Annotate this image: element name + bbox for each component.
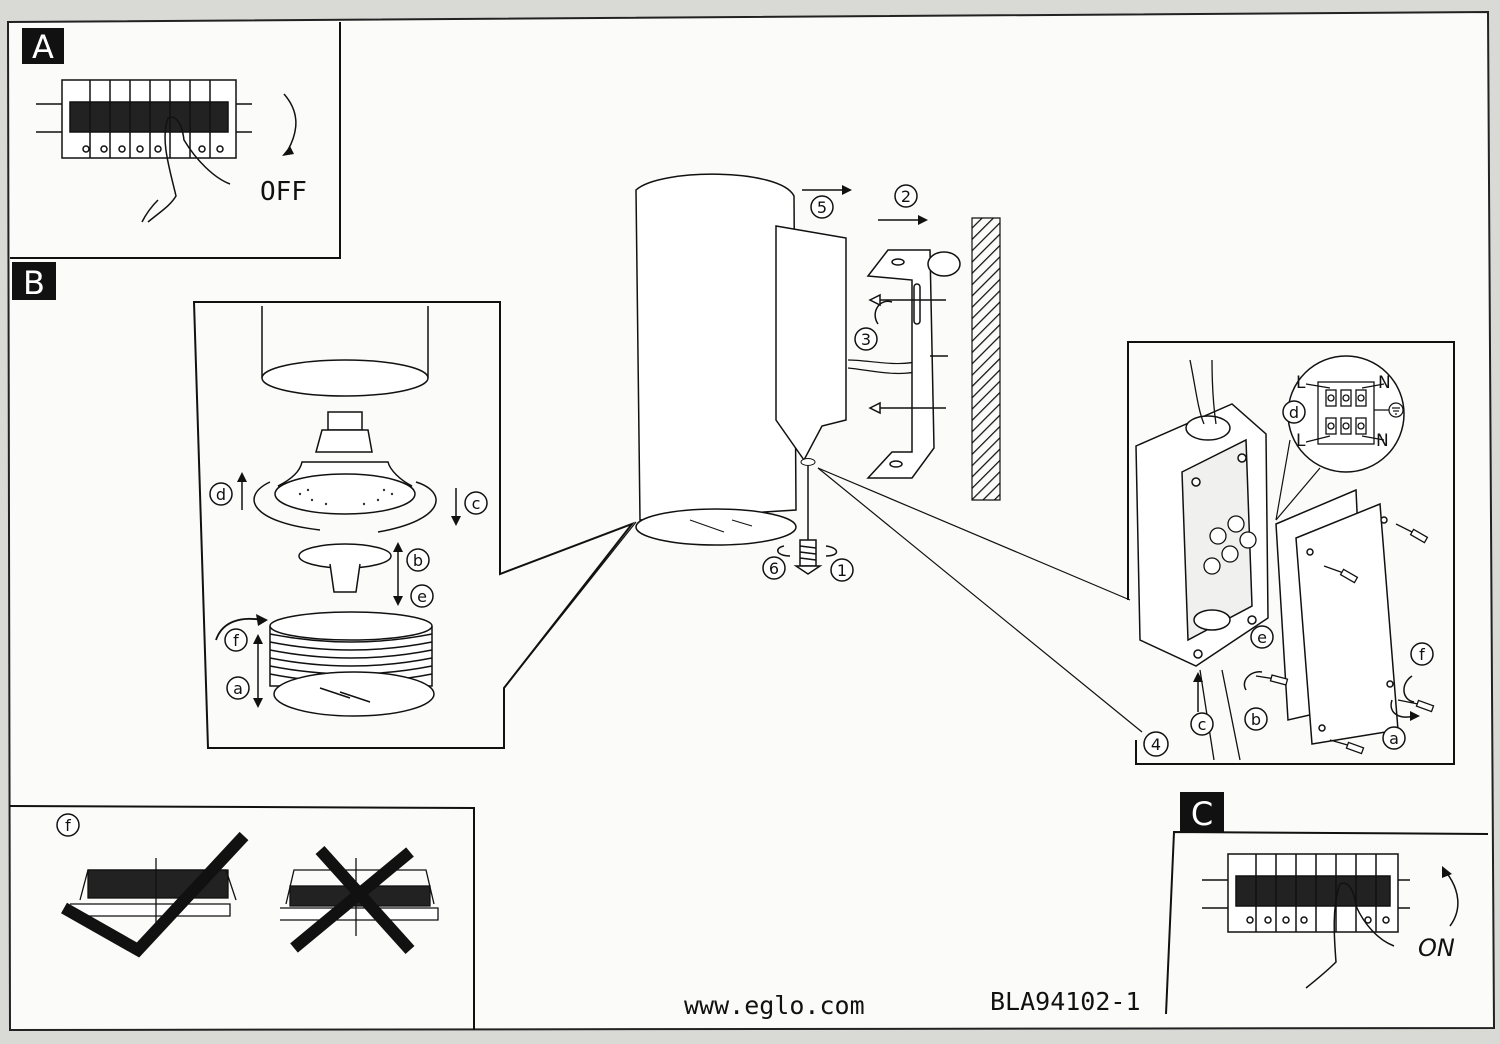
svg-text:1: 1	[837, 561, 847, 580]
step-3: 3	[854, 327, 878, 351]
wall-luminaire	[635, 173, 928, 575]
svg-text:f: f	[65, 816, 71, 835]
mounting-bracket-icon	[866, 249, 961, 479]
svg-text:b: b	[413, 551, 423, 570]
terminal-label-n-bottom: N	[1376, 431, 1389, 451]
glare-shield-icon	[298, 543, 392, 593]
fixing-screw-icon	[793, 539, 823, 575]
step-2: 2	[894, 184, 918, 208]
lamp-label-b: b	[406, 548, 430, 572]
terminal-label-l-top: L	[1296, 373, 1306, 393]
box-label-a: a	[1382, 726, 1406, 750]
terminal-block-icon	[1317, 381, 1375, 445]
svg-text:f: f	[233, 631, 239, 650]
panel-a-letter: A	[32, 28, 54, 66]
svg-text:a: a	[233, 679, 243, 698]
box-label-f: f	[1410, 642, 1434, 666]
gu10-bulb-icon	[274, 411, 416, 515]
svg-text:b: b	[1251, 710, 1261, 729]
svg-text:a: a	[1389, 729, 1399, 748]
switch-off-arrow-icon	[283, 93, 297, 151]
lamp-body-section	[261, 306, 429, 378]
step-1: 1	[830, 558, 854, 582]
correct-thread-icon	[70, 858, 237, 930]
reflector-dots	[298, 488, 394, 506]
f-detail-tag: f	[56, 813, 80, 837]
lamp-label-e: e	[410, 584, 434, 608]
panel-c-state-label: ON	[1418, 934, 1455, 962]
panel-a-state-label: OFF	[260, 177, 307, 207]
lamp-label-a: a	[226, 676, 250, 700]
breaker-strip-on-icon	[1202, 853, 1410, 933]
breaker-strip-off-icon	[36, 79, 252, 159]
leader-line	[817, 467, 1143, 733]
svg-text:4: 4	[1151, 735, 1161, 754]
leader-line	[503, 521, 637, 689]
lamp-label-d: d	[209, 482, 233, 506]
cross-icon	[290, 845, 415, 955]
lamp-label-c: c	[464, 491, 488, 515]
switch-on-arrow-icon	[1445, 871, 1459, 927]
footer-website: www.eglo.com	[684, 991, 865, 1020]
screwdriver-rotate-icon	[874, 300, 893, 325]
lamp-label-f: f	[224, 628, 248, 652]
box-label-e: e	[1250, 625, 1274, 649]
svg-text:d: d	[216, 485, 226, 504]
panel-c-letter-box	[1180, 792, 1224, 832]
terminal-label-l-bottom: L	[1296, 431, 1306, 451]
box-label-b: b	[1244, 707, 1268, 731]
svg-text:3: 3	[861, 330, 871, 349]
threaded-ring-icon	[269, 611, 435, 717]
f-detail-panel: f	[9, 805, 475, 1030]
lamp-detail-frame	[192, 301, 635, 749]
svg-text:2: 2	[901, 187, 911, 206]
panel-b-letter-box	[12, 262, 56, 300]
rotate-arrow-c-icon	[377, 481, 437, 533]
panel-c: C ON	[1165, 792, 1489, 1015]
svg-text:6: 6	[769, 559, 779, 578]
step-4: 4	[1143, 731, 1169, 757]
svg-text:d: d	[1289, 403, 1299, 422]
rotate-arrow-d-icon	[253, 481, 321, 531]
svg-text:c: c	[1198, 715, 1207, 734]
svg-text:e: e	[417, 587, 427, 606]
footer-code: BLA94102-1	[990, 987, 1141, 1016]
box-label-d: d	[1282, 400, 1306, 424]
junction-box-detail: 4	[1127, 341, 1455, 765]
panel-a: A OFF	[10, 22, 341, 259]
wall-hatch	[971, 217, 1001, 501]
leader-line	[817, 467, 1131, 601]
terminal-label-n-top: N	[1378, 373, 1391, 393]
luminaire-body	[635, 173, 797, 521]
rotate-arrow-f-icon	[215, 618, 263, 641]
terminal-block-inset: L L N N	[1275, 355, 1405, 521]
incorrect-thread-icon	[280, 858, 439, 936]
panel-a-letter-box	[22, 28, 64, 64]
svg-text:5: 5	[817, 198, 827, 217]
junction-box-lid-icon	[1275, 488, 1399, 745]
svg-text:e: e	[1257, 628, 1267, 647]
svg-text:c: c	[472, 494, 481, 513]
checkmark-icon	[61, 831, 249, 958]
hand-icon	[1305, 882, 1395, 989]
hand-icon	[141, 116, 231, 223]
panel-c-letter: C	[1191, 795, 1213, 833]
step-6: 6	[762, 556, 786, 580]
panel-b-letter: B	[23, 264, 45, 302]
svg-text:f: f	[1419, 645, 1425, 664]
panel-b: B	[12, 262, 635, 749]
wire-connector-icons	[1203, 515, 1257, 575]
lid-screw-icons	[1255, 523, 1435, 755]
earth-symbol-icon	[1388, 402, 1404, 418]
box-label-c: c	[1190, 712, 1214, 736]
step-5: 5	[810, 195, 834, 219]
luminaire-back-plate	[775, 225, 847, 462]
